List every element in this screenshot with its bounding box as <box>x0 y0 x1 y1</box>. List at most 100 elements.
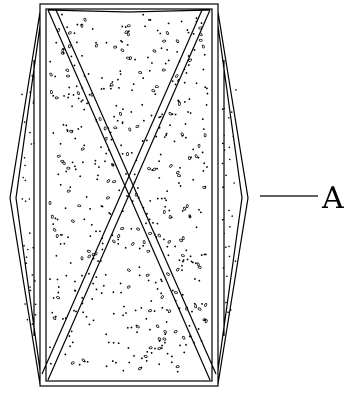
speckle-dot <box>81 296 84 299</box>
speckle-dot <box>23 245 25 247</box>
speckle-dot <box>189 112 192 115</box>
speckle-dot <box>120 291 122 294</box>
speckle-dot <box>171 113 174 116</box>
speckle-dot <box>62 123 65 126</box>
speckle-dot <box>229 226 231 228</box>
speckle-dot <box>86 360 89 363</box>
speckle-dot <box>158 116 161 119</box>
speckle-dot <box>50 214 54 219</box>
speckle-dot <box>168 112 172 116</box>
speckle-dot <box>226 275 228 278</box>
speckle-dot <box>182 259 185 262</box>
speckle-dot <box>56 218 59 221</box>
speckle-dot <box>113 115 115 118</box>
speckle-dot <box>81 274 83 277</box>
speckle-dot <box>70 55 73 58</box>
speckle-dot <box>67 96 69 99</box>
speckle-dot <box>160 347 163 350</box>
speckle-dot <box>80 100 83 103</box>
speckle-dot <box>127 346 130 349</box>
speckle-dot <box>24 200 27 202</box>
speckle-dot <box>52 316 57 320</box>
speckle-dot <box>100 146 102 149</box>
speckle-dot <box>65 124 68 127</box>
speckle-dot <box>66 74 70 78</box>
speckle-dot <box>54 315 57 318</box>
speckle-dot <box>174 291 178 294</box>
speckle-dot <box>52 297 55 299</box>
speckle-dot <box>164 333 167 336</box>
speckle-dot <box>169 124 172 127</box>
speckle-dot <box>167 254 170 257</box>
speckle-dot <box>83 144 86 147</box>
speckle-dot <box>176 267 180 272</box>
speckle-dot <box>56 278 59 281</box>
speckle-dot <box>59 142 62 145</box>
speckle-dot <box>31 274 34 276</box>
speckle-dot <box>165 321 168 323</box>
speckle-dot <box>77 204 82 208</box>
speckle-dot <box>26 318 29 321</box>
speckle-dot <box>24 179 27 182</box>
speckle-dot <box>179 166 181 169</box>
speckle-dot <box>187 64 190 67</box>
speckle-dot <box>156 288 159 290</box>
speckle-dot <box>55 41 58 44</box>
speckle-dot <box>122 108 124 111</box>
speckle-dot <box>49 362 52 365</box>
speckle-dot <box>185 72 188 74</box>
speckle-dot <box>185 343 187 346</box>
speckle-dot <box>117 234 121 238</box>
speckle-dot <box>125 312 127 314</box>
speckle-dot <box>138 247 141 250</box>
callout-label: A <box>321 181 344 216</box>
speckle-dot <box>173 330 178 334</box>
speckle-dot <box>122 314 124 317</box>
speckle-dot <box>157 347 162 350</box>
speckle-dot <box>163 330 167 334</box>
speckle-dot <box>225 301 227 304</box>
speckle-dot <box>154 347 156 350</box>
speckle-dot <box>66 166 71 170</box>
speckle-dot <box>228 117 230 119</box>
speckle-dot <box>119 70 122 72</box>
speckle-dot <box>21 198 24 200</box>
speckle-dot <box>133 173 136 176</box>
diagonal-brace-1b <box>55 9 217 375</box>
speckle-dot <box>25 256 28 259</box>
speckle-dot <box>136 227 140 231</box>
speckle-dot <box>149 199 152 202</box>
speckle-dot <box>77 97 80 100</box>
speckle-dot <box>52 131 55 134</box>
speckle-dot <box>52 228 57 232</box>
speckle-dot <box>92 319 95 322</box>
speckle-dot <box>67 31 72 35</box>
speckle-dot <box>121 25 124 28</box>
speckle-dot <box>62 48 65 50</box>
speckle-dot <box>193 49 196 51</box>
speckle-dot <box>109 85 112 87</box>
speckle-dot <box>69 186 72 189</box>
speckle-dot <box>124 30 128 34</box>
speckle-dot <box>34 314 37 316</box>
speckle-dot <box>111 164 114 167</box>
speckle-dot <box>142 77 145 80</box>
speckle-dot <box>167 59 170 62</box>
speckle-dot <box>88 93 91 96</box>
speckle-dot <box>105 41 108 44</box>
speckle-dot <box>163 197 166 200</box>
speckle-dot <box>95 276 98 279</box>
speckle-dot <box>68 335 71 338</box>
aggregate-speckle-fill <box>21 13 237 373</box>
speckle-dot <box>200 22 203 25</box>
speckle-dot <box>149 19 152 21</box>
speckle-dot <box>156 29 159 32</box>
speckle-dot <box>122 305 125 308</box>
speckle-dot <box>225 174 227 177</box>
speckle-dot <box>71 161 74 164</box>
right-wing-inner <box>217 25 243 371</box>
speckle-dot <box>83 218 86 221</box>
speckle-dot <box>222 186 224 188</box>
speckle-dot <box>178 102 181 106</box>
speckle-dot <box>101 242 104 245</box>
